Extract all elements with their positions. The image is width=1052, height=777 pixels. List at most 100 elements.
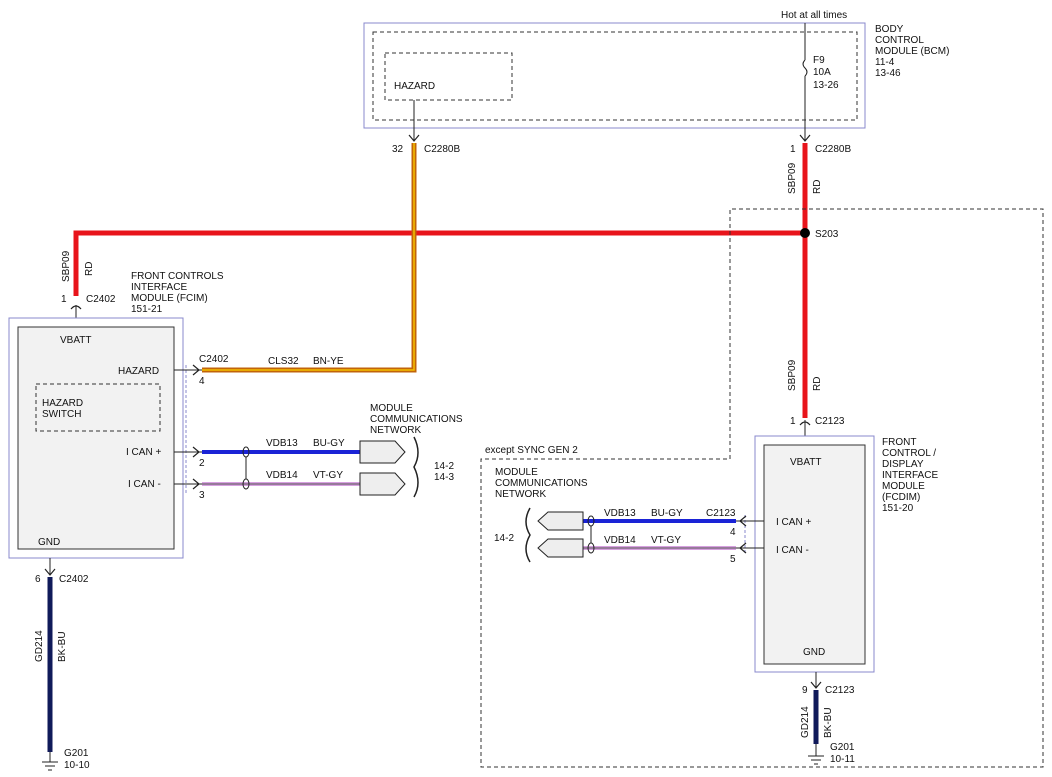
except-label: except SYNC GEN 2	[485, 445, 578, 456]
fcim-can-lo-color: VT-GY	[313, 470, 343, 481]
fcim-vbatt-label: VBATT	[60, 335, 91, 346]
fcim-network-ref-2: 14-3	[434, 472, 454, 483]
fcim-network-label-2: COMMUNICATIONS	[370, 414, 463, 425]
fcim-ican-hi-label: I CAN +	[126, 447, 161, 458]
hazard-wire: CLS32 BN-YE	[202, 143, 417, 373]
connector-arrow-icon	[810, 681, 822, 689]
fcim-can-lo-circuit: VDB14	[266, 470, 298, 481]
ground-icon	[808, 744, 824, 765]
fcdim-title-1: FRONT	[882, 437, 916, 448]
bcm-hazard-connector: C2280B	[424, 144, 460, 155]
sbp09-fcim-feed-wire	[73, 230, 805, 296]
fcdim-inner-box	[763, 444, 866, 665]
fcdim-vbatt-connector: C2123	[815, 416, 845, 427]
fcdim-vbatt-pin: 1	[790, 416, 796, 427]
bcm-power-pin: 1	[790, 144, 796, 155]
connector-arrow-icon	[739, 515, 747, 527]
fcim-gnd-connector: C2402	[59, 574, 89, 585]
fcdim-network-label-1: MODULE	[495, 467, 538, 478]
bcm-title-4: 11-4	[875, 57, 895, 68]
fcim-hazard-pin: 4	[199, 376, 205, 387]
fcim-title-1: FRONT CONTROLS	[131, 271, 224, 282]
bcm-inner-dashed	[372, 31, 858, 121]
connector-arrow-icon	[192, 446, 200, 458]
fcim-ground-page: 10-10	[64, 760, 90, 771]
hazard-circuit: CLS32	[268, 356, 299, 367]
connector-arrow-icon	[799, 134, 811, 142]
fcdim-title-3: DISPLAY	[882, 459, 924, 470]
bcm-title-3: MODULE (BCM)	[875, 46, 949, 57]
bcm-title-2: CONTROL	[875, 35, 924, 46]
bcm-title-5: 13-46	[875, 68, 901, 79]
fcim-title-3: MODULE (FCIM)	[131, 293, 208, 304]
fuse-rating: 10A	[813, 67, 831, 78]
ground-icon	[42, 752, 58, 771]
connector-arrow-icon	[739, 542, 747, 554]
fcdim-vbatt-label: VBATT	[790, 457, 821, 468]
fcdim-can-hi-circuit: VDB13	[604, 508, 636, 519]
hot-at-all-times-label: Hot at all times	[781, 10, 847, 21]
bcm-wire-circuit: SBP09	[787, 162, 798, 194]
fcim-network-label-3: NETWORK	[370, 425, 421, 436]
fcim-ground-id: G201	[64, 748, 89, 759]
fcdim-title-5: MODULE	[882, 481, 925, 492]
fcdim-ground-circuit: GD214	[800, 706, 811, 738]
fcim-gnd-label: GND	[38, 537, 60, 548]
fcdim-ican-hi-label: I CAN +	[776, 517, 811, 528]
hazard-switch-label-1: HAZARD	[42, 398, 83, 409]
fcim-ican-lo-label: I CAN -	[128, 479, 161, 490]
fcim-inner-box	[17, 326, 175, 550]
fcdim-feed-circuit: SBP09	[787, 359, 798, 391]
bcm-power-connector: C2280B	[815, 144, 851, 155]
bcm-hazard-box	[384, 52, 513, 101]
fcdim-title-2: CONTROL /	[882, 448, 936, 459]
fcim-title-4: 151-21	[131, 304, 163, 315]
network-arrow-icon	[537, 538, 584, 558]
fcdim-title-6: (FCDIM)	[882, 492, 920, 503]
fcdim-title-4: INTERFACE	[882, 470, 938, 481]
fcim-vbatt-connector: C2402	[86, 294, 116, 305]
bcm-wire-color: RD	[812, 180, 823, 194]
fcdim-title-7: 151-20	[882, 503, 914, 514]
connector-arrow-icon	[44, 568, 56, 576]
fcim-ground-color: BK-BU	[57, 631, 68, 662]
network-arrow-icon	[359, 440, 406, 464]
fcdim-can-hi-color: BU-GY	[651, 508, 683, 519]
connector-arrow-icon	[192, 478, 200, 490]
fcdim-can-connector: C2123	[706, 508, 736, 519]
fcim-feed-circuit: SBP09	[61, 250, 72, 282]
fcim-can-hi-color: BU-GY	[313, 438, 345, 449]
brace-icon	[525, 507, 531, 563]
bcm-outer-box	[363, 22, 866, 129]
fuse-name: F9	[813, 55, 825, 66]
fcim-hazard-label: HAZARD	[118, 366, 159, 377]
fcim-network-ref-1: 14-2	[434, 461, 454, 472]
fcdim-ground-page: 10-11	[830, 754, 855, 765]
fcdim-ground-id: G201	[830, 742, 855, 753]
fcim-vbatt-pin: 1	[61, 294, 67, 305]
bcm-title-1: BODY	[875, 24, 904, 35]
network-arrow-icon	[359, 472, 406, 496]
fcim-ground-circuit: GD214	[34, 630, 45, 662]
fcdim-can-lo-pin: 5	[730, 554, 736, 565]
hazard-switch-label-2: SWITCH	[42, 409, 81, 420]
splice-dot	[800, 228, 810, 238]
fcim-gnd-pin: 6	[35, 574, 41, 585]
fcim-network-label-1: MODULE	[370, 403, 413, 414]
fcdim-network-ref: 14-2	[494, 533, 514, 544]
fcdim-ican-lo-label: I CAN -	[776, 545, 809, 556]
fcim-can-lo-pin: 3	[199, 490, 205, 501]
hazard-switch-box	[35, 383, 161, 432]
fcim-title-2: INTERFACE	[131, 282, 187, 293]
fcdim-network-label-3: NETWORK	[495, 489, 546, 500]
fcdim-gnd-connector: C2123	[825, 685, 855, 696]
except-sync-gen2-region	[480, 208, 1044, 768]
fcdim-can-hi-pin: 4	[730, 527, 736, 538]
brace-icon	[413, 436, 419, 498]
fcdim-feed-color: RD	[812, 377, 823, 391]
fuse-page-ref: 13-26	[813, 80, 839, 91]
fcdim-ground-color: BK-BU	[823, 707, 834, 738]
fcdim-module: except SYNC GEN 2 1 C2123 VBATT I CAN + …	[480, 208, 1044, 768]
splice-label: S203	[815, 229, 839, 240]
